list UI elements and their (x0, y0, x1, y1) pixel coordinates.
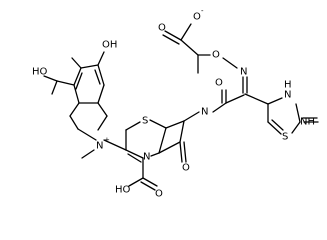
amino-group-label: NH (300, 117, 315, 128)
bond (71, 57, 82, 69)
thiazole-nh-hydrogen-label: H (284, 80, 292, 91)
bond (164, 30, 182, 41)
bond (97, 51, 105, 66)
bond (244, 93, 269, 105)
atom-labels: O O - O N O N N H S NH S N O HO O N + HO… (32, 7, 315, 200)
negative-charge-sign: - (201, 7, 204, 15)
bond (69, 102, 80, 117)
bond (225, 94, 245, 104)
thiazole-sulfur-label: S (282, 132, 288, 143)
acid-oxygen-label: O (155, 189, 163, 200)
bond (180, 39, 199, 56)
acid-hydroxyl-label: HO (115, 185, 131, 196)
bond (94, 69, 101, 85)
lactam-nitrogen-label: N (143, 152, 150, 163)
bond (180, 23, 192, 41)
bond (125, 121, 141, 131)
bond (97, 64, 105, 86)
bond (162, 34, 180, 45)
bond (127, 153, 142, 163)
carboxylate-o-minus-label: O (193, 12, 201, 23)
bond (183, 111, 200, 122)
bond (158, 141, 181, 154)
chemical-structure-canvas: O O - O N O N N H S NH S N O HO O N + HO… (32, 7, 319, 200)
bond (179, 141, 183, 163)
bond (103, 139, 127, 151)
amide-oxygen-label: O (215, 78, 223, 89)
bond (77, 128, 97, 141)
bond (97, 102, 108, 117)
bond (128, 177, 144, 187)
bond (73, 67, 82, 86)
ammonium-nitrogen-label: N (96, 141, 103, 152)
amide-nitrogen-label: N (201, 107, 208, 118)
bond (212, 102, 227, 113)
carboxylate-oxygen-label: O (158, 23, 166, 34)
bond (165, 120, 185, 129)
thiazine-sulfur-label: S (142, 116, 148, 127)
bond (179, 120, 185, 143)
bond (271, 119, 284, 131)
bond (142, 177, 158, 187)
bond (183, 141, 187, 163)
hydroxyl-label-right: OH (102, 40, 117, 51)
bond (267, 97, 283, 105)
bond (73, 84, 80, 104)
bond (140, 181, 156, 191)
bond (149, 119, 167, 129)
thiazole-nh-nitrogen-label: N (284, 90, 291, 101)
bonds (43, 23, 319, 191)
bond (295, 103, 301, 123)
oxime-nitrogen-label: N (240, 67, 247, 78)
ether-oxygen-label: O (212, 50, 220, 61)
bond (150, 152, 160, 157)
bond (69, 115, 79, 130)
bond (97, 115, 108, 131)
molecule-drawing: O O - O N O N N H S NH S N O HO O N + HO… (32, 7, 319, 200)
bond (291, 121, 301, 134)
bond (51, 80, 58, 95)
bond (158, 127, 167, 154)
bond (267, 121, 282, 135)
bond (43, 75, 58, 82)
bond (97, 84, 105, 104)
bond (80, 64, 99, 69)
bond (81, 149, 95, 159)
positive-charge-sign: + (104, 136, 110, 144)
bond (222, 57, 238, 69)
bond (56, 80, 75, 86)
bond (75, 72, 83, 90)
hydroxyl-label-left: HO (32, 67, 48, 78)
bond (125, 149, 144, 159)
lactam-oxygen-label: O (182, 163, 190, 174)
